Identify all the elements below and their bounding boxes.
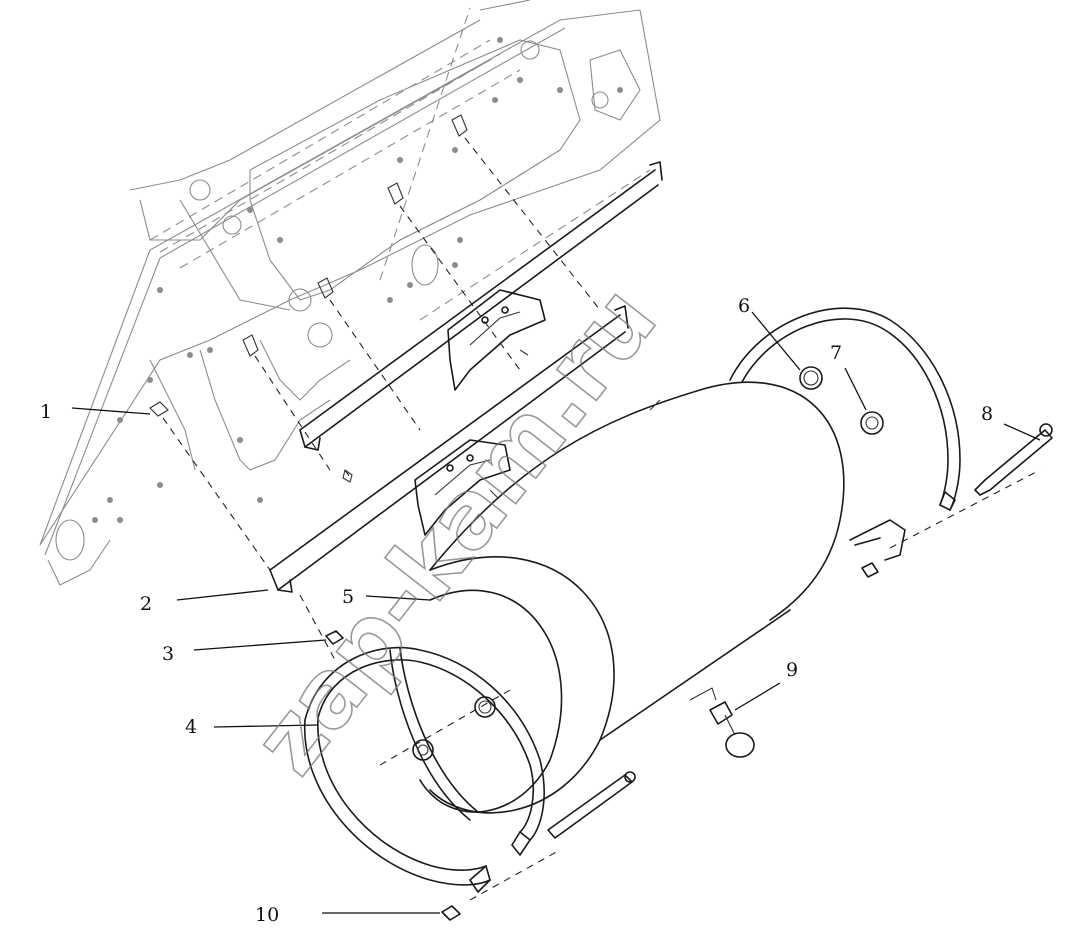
callout-1: 1 (40, 401, 52, 423)
vehicle-frame (39, 0, 661, 586)
air-tank-cylinder (419, 381, 845, 814)
lower-bracket-part-2 (269, 305, 629, 593)
watermark-text: zap-kam.ru (233, 267, 677, 794)
callout-3: 3 (162, 643, 174, 665)
leader-lines (71, 311, 1041, 914)
callout-10: 10 (255, 904, 279, 926)
long-bolt (547, 771, 636, 839)
callout-6: 6 (738, 295, 750, 317)
assembly-lines (162, 137, 1041, 901)
nut-part-3 (325, 630, 344, 645)
front-strap (729, 307, 1053, 578)
tank-fittings (709, 366, 884, 758)
callout-2: 2 (140, 593, 152, 615)
callout-4: 4 (185, 716, 197, 738)
callout-7: 7 (830, 342, 842, 364)
upper-bracket (299, 161, 663, 483)
callout-5: 5 (342, 586, 354, 608)
callout-9: 9 (786, 659, 798, 681)
callout-8: 8 (981, 403, 993, 425)
callout-labels: 1 2 3 4 5 6 7 8 9 10 (40, 295, 993, 926)
nut-part-10 (441, 905, 461, 921)
mounting-bolts (149, 114, 468, 417)
tank-strap-part-4 (304, 646, 545, 893)
